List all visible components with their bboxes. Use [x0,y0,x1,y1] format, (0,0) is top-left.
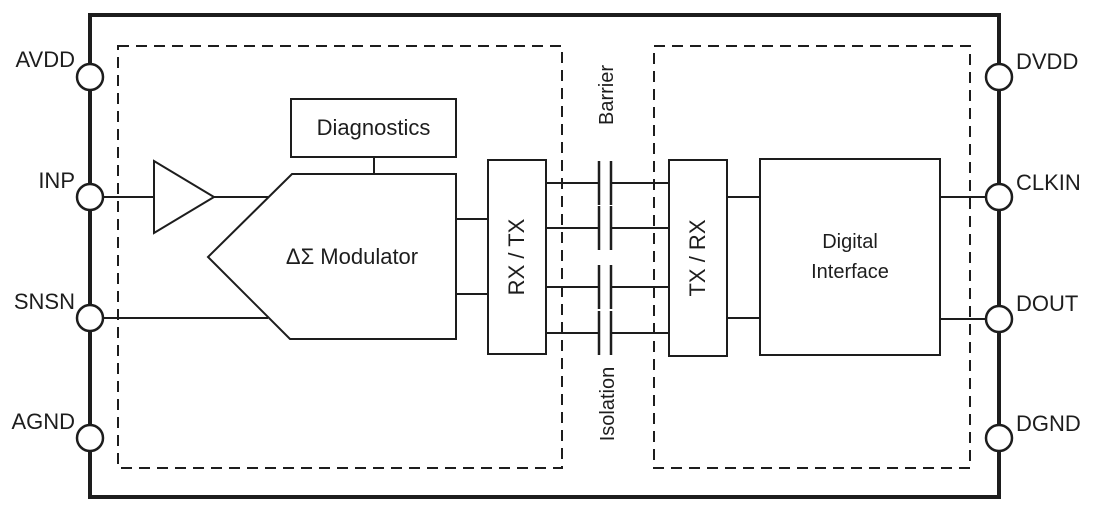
pin-label-dvdd: DVDD [1016,49,1079,74]
pin-dvdd-circle [984,62,1014,92]
input-amplifier-triangle [153,159,216,235]
digital-side-dashed-region [653,45,971,469]
tx-rx-label: TX / RX [685,219,710,297]
tx-rx-block [668,159,728,357]
barrier-label: Barrier [595,65,618,126]
analog-side-dashed-region [117,45,563,469]
pin-dout-circle [984,304,1014,334]
pin-clkin-circle [984,182,1014,212]
rx-tx-label: RX / TX [504,218,529,296]
digital-interface-label: Digital Interface [811,231,889,283]
pin-label-avdd: AVDD [15,47,76,72]
pin-label-agnd: AGND [11,409,75,434]
modulator-label: ΔΣ Modulator [285,244,419,269]
diagnostics-label: Diagnostics [316,115,431,140]
isolation-capacitor-channels [547,161,668,355]
pin-avdd-circle [75,62,105,92]
rx-tx-block [487,159,547,355]
pin-label-inp: INP [38,168,75,193]
pin-label-dout: DOUT [1016,291,1079,316]
pin-inp-circle [75,182,105,212]
device-boundary [88,13,1001,499]
modulator-pentagon-shape [206,173,457,340]
pin-label-snsn: SNSN [13,289,75,314]
digital-interface-block: Digital Interface [759,158,941,356]
pin-agnd-circle [75,423,105,453]
pin-dgnd-circle [984,423,1014,453]
isolation-label: Isolation [596,366,619,442]
pin-label-clkin: CLKIN [1016,170,1081,195]
pin-snsn-circle [75,303,105,333]
diagnostics-block: Diagnostics [290,98,457,158]
pin-label-dgnd: DGND [1016,411,1081,436]
